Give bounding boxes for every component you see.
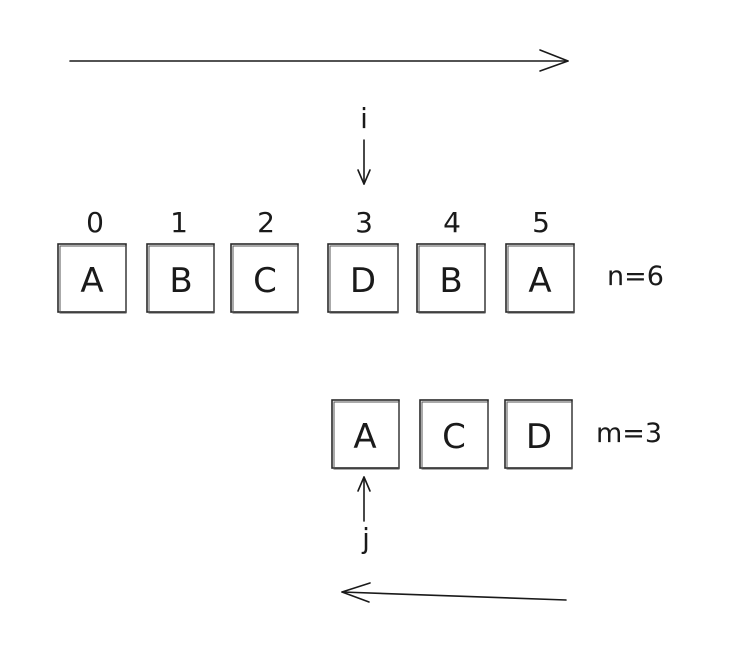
top-array-cell-value: B bbox=[169, 261, 192, 301]
bottom-direction-arrow bbox=[341, 582, 567, 603]
top-array-indices: 0 1 2 3 4 5 bbox=[86, 206, 550, 239]
top-array-index: 4 bbox=[443, 206, 461, 239]
pointer-i: i bbox=[357, 102, 371, 185]
top-array-cell-box-edge bbox=[148, 245, 215, 314]
top-array-cell-value: C bbox=[253, 261, 277, 301]
top-array-index: 1 bbox=[170, 206, 188, 239]
bottom-array-cell-box bbox=[504, 399, 573, 469]
bottom-array-cell-value: C bbox=[442, 417, 466, 457]
bottom-arrow-shaft bbox=[341, 591, 567, 601]
top-array-cell-box bbox=[230, 243, 299, 313]
pointer-j-label: j bbox=[361, 522, 370, 555]
bottom-array-cell-box bbox=[331, 399, 400, 469]
top-array-cell-box bbox=[505, 243, 575, 313]
bottom-array-cell-box-edge bbox=[506, 401, 573, 470]
top-array-index: 0 bbox=[86, 206, 104, 239]
top-array-cell-box-edge bbox=[507, 245, 575, 314]
pointer-i-label: i bbox=[360, 102, 368, 135]
bottom-array-cell-box bbox=[419, 399, 489, 469]
bottom-array: A C D m=3 bbox=[331, 399, 662, 470]
top-array-cell-box-edge bbox=[329, 245, 399, 314]
top-array-cell-box-edge bbox=[232, 245, 299, 314]
top-array-cell-value: B bbox=[439, 261, 462, 301]
top-array-index: 2 bbox=[257, 206, 275, 239]
top-array-cell: A bbox=[505, 243, 575, 314]
bottom-array-cell: A bbox=[331, 399, 400, 470]
top-array-cell-value: D bbox=[350, 261, 376, 301]
top-array-cell-value: A bbox=[80, 261, 103, 301]
bottom-array-cell-box-edge bbox=[421, 401, 489, 470]
top-array-size-label: n=6 bbox=[607, 261, 664, 292]
top-array: 0 1 2 3 4 5 A B C D bbox=[57, 206, 664, 314]
top-array-cell: B bbox=[146, 243, 215, 314]
top-arrow-head bbox=[539, 49, 569, 72]
bottom-array-cell-value: A bbox=[353, 417, 376, 457]
top-array-cell-box-edge bbox=[59, 245, 127, 314]
top-array-cell: D bbox=[327, 243, 399, 314]
top-array-cell-box-edge bbox=[418, 245, 486, 314]
bottom-array-cell-value: D bbox=[526, 417, 552, 457]
pointer-j: j bbox=[357, 476, 371, 555]
bottom-array-cell: C bbox=[419, 399, 489, 470]
bottom-array-cell-box-edge bbox=[333, 401, 400, 470]
top-direction-arrow bbox=[69, 49, 569, 72]
top-array-index: 3 bbox=[355, 206, 373, 239]
pointer-j-head bbox=[357, 476, 371, 492]
top-array-index: 5 bbox=[532, 206, 550, 239]
bottom-array-cell: D bbox=[504, 399, 573, 470]
top-array-cell-box bbox=[146, 243, 215, 313]
bottom-arrow-head bbox=[341, 582, 371, 603]
top-array-cell-box bbox=[57, 243, 127, 313]
top-array-cell: B bbox=[416, 243, 486, 314]
top-array-cell: C bbox=[230, 243, 299, 314]
bottom-array-size-label: m=3 bbox=[596, 418, 662, 449]
pointer-i-head bbox=[357, 169, 371, 185]
top-array-cell: A bbox=[57, 243, 127, 314]
top-array-cell-value: A bbox=[528, 261, 551, 301]
